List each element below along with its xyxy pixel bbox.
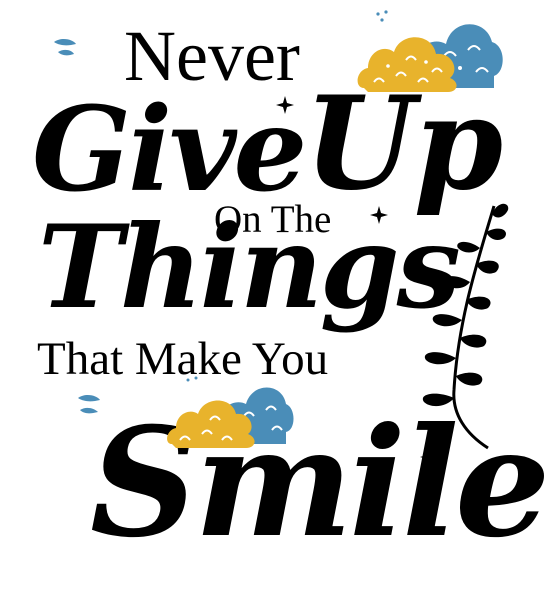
words-on-the: On The bbox=[214, 198, 332, 241]
word-up: Up bbox=[304, 69, 503, 219]
sparkle-icon bbox=[276, 96, 294, 114]
cloud-yellow-front bbox=[357, 37, 457, 92]
cloud-yellow-front bbox=[167, 400, 255, 448]
raindrop-icon bbox=[54, 38, 76, 56]
words-that-make-you: That Make You bbox=[37, 333, 329, 385]
raindrop-icon bbox=[78, 394, 100, 414]
word-never: Never bbox=[124, 16, 300, 96]
leaf-branch-icon bbox=[422, 203, 509, 450]
word-give: Give bbox=[32, 82, 307, 218]
cloud-icon bbox=[357, 10, 503, 92]
sparkle-icon bbox=[370, 206, 388, 224]
cloud-icon bbox=[167, 376, 294, 448]
sparkle-icon bbox=[420, 448, 438, 466]
word-things: Things bbox=[38, 200, 461, 334]
